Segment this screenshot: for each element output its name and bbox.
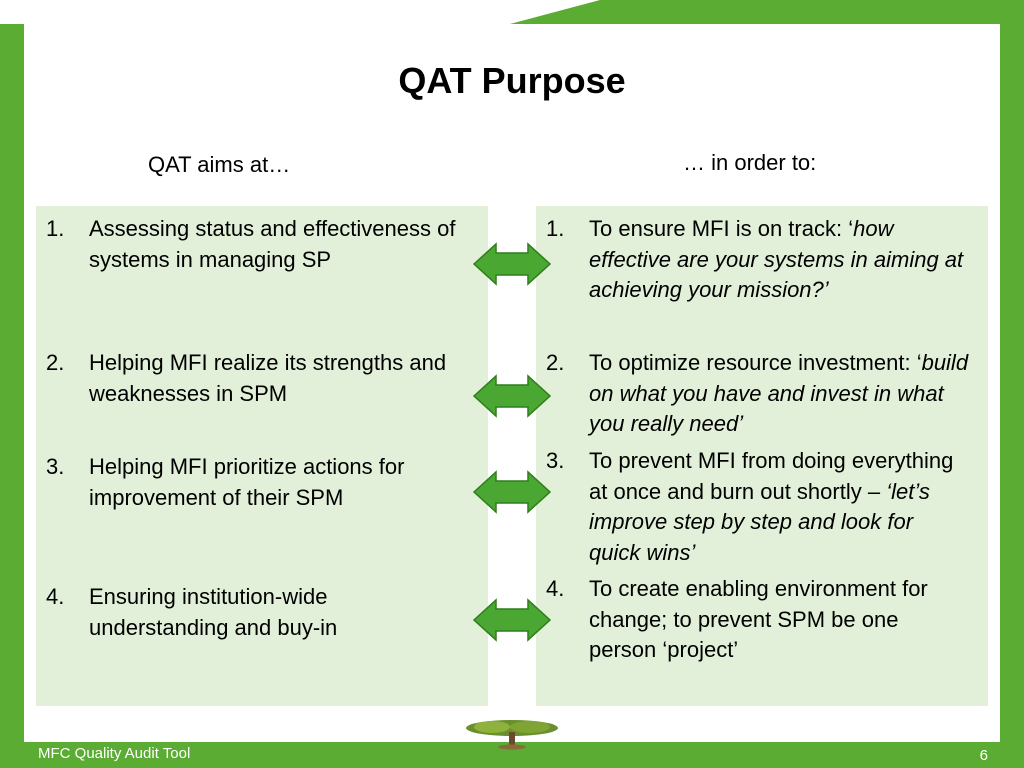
item-text: To optimize resource investment: ‘build … — [589, 350, 969, 436]
item-number: 4. — [46, 584, 65, 609]
left-column-heading: QAT aims at… — [148, 152, 291, 177]
left-panel: 1. Assessing status and effectiveness of… — [36, 206, 488, 706]
right-panel: 1. To ensure MFI is on track: ‘how effec… — [536, 206, 988, 706]
double-headed-arrow-icon — [472, 598, 552, 642]
item-text: Assessing status and effectiveness of sy… — [89, 216, 456, 272]
corner-decoration — [0, 0, 600, 24]
page-number: 6 — [979, 747, 988, 764]
double-headed-arrow-icon — [472, 374, 552, 418]
item-number: 2. — [46, 350, 65, 375]
item-text: Ensuring institution-wide understanding … — [89, 584, 338, 640]
item-text: Helping MFI realize its strengths and we… — [89, 350, 447, 406]
item-text: To ensure MFI is on track: ‘how effectiv… — [589, 216, 964, 302]
double-headed-arrow-icon — [472, 242, 552, 286]
item-number: 1. — [46, 216, 65, 241]
footer-title: MFC Quality Audit Tool — [38, 745, 191, 762]
item-number: 3. — [546, 448, 565, 473]
item-number: 3. — [46, 454, 65, 479]
slide-title: QAT Purpose — [398, 60, 626, 101]
slide: QAT Purpose QAT aims at… … in order to: … — [24, 24, 1000, 750]
item-text: To create enabling environment for chang… — [589, 576, 928, 662]
item-text: To prevent MFI from doing everything at … — [589, 448, 954, 565]
item-number: 4. — [546, 576, 565, 601]
item-text: Helping MFI prioritize actions for impro… — [89, 454, 405, 510]
double-headed-arrow-icon — [472, 470, 552, 514]
right-column-heading: … in order to: — [683, 150, 817, 175]
item-number: 1. — [546, 216, 565, 241]
tree-logo-icon — [466, 720, 558, 750]
item-number: 2. — [546, 350, 565, 375]
